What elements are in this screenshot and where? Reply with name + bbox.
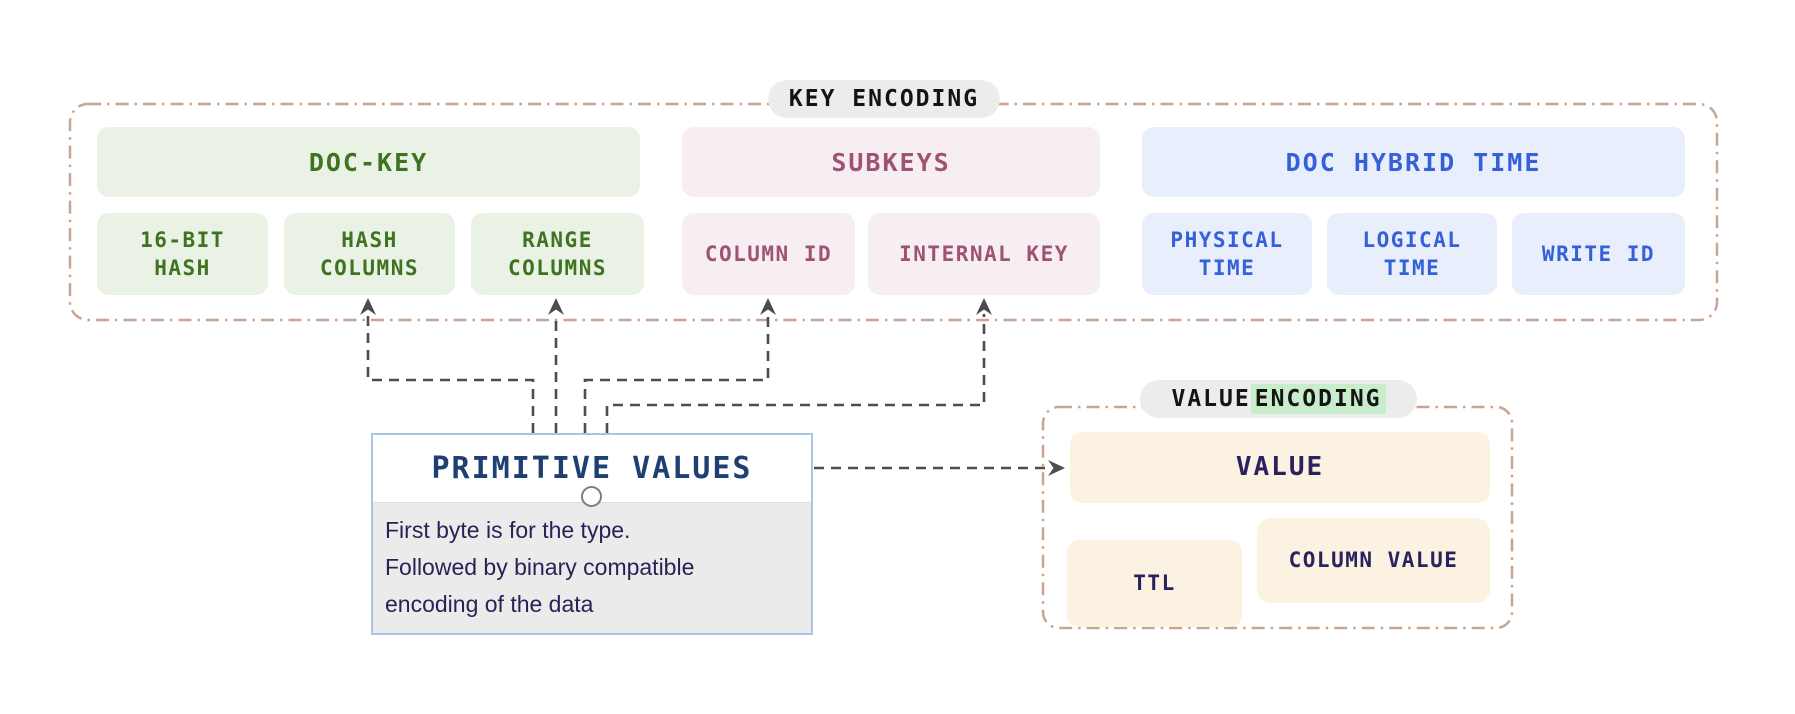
subkeys-header: SUBKEYS [682, 127, 1100, 197]
box-physical-time: PHYSICAL TIME [1142, 213, 1312, 295]
value-encoding-pill: VALUE ENCODING [1140, 380, 1417, 418]
subkeys-title: SUBKEYS [831, 147, 951, 177]
box-write-id-label: WRITE ID [1541, 241, 1656, 266]
box-value-label: VALUE [1235, 451, 1325, 482]
box-logical-time-label: LOGICAL TIME [1362, 227, 1462, 280]
doc-key-header: DOC-KEY [97, 127, 640, 197]
box-logical-time: LOGICAL TIME [1327, 213, 1497, 295]
doc-key-title: DOC-KEY [308, 147, 429, 177]
box-ttl: TTL [1067, 540, 1242, 627]
box-physical-time-label: PHYSICAL TIME [1170, 227, 1284, 280]
box-range-columns: RANGE COLUMNS [471, 213, 644, 295]
box-range-columns-label: RANGE COLUMNS [507, 227, 607, 280]
key-encoding-label: KEY ENCODING [788, 86, 980, 112]
primitive-values-title: PRIMITIVE VALUES [431, 451, 753, 486]
box-16-bit-hash-label: 16-BIT HASH [140, 227, 225, 280]
value-encoding-label-prefix: VALUE [1171, 386, 1251, 412]
connector-primitive-to-internal-key [605, 314, 986, 433]
box-value: VALUE [1070, 432, 1490, 503]
box-16-bit-hash: 16-BIT HASH [97, 213, 268, 295]
doc-hybrid-time-title: DOC HYBRID TIME [1285, 147, 1542, 177]
box-column-value-label: COLUMN VALUE [1288, 548, 1459, 573]
connector-primitive-to-hash-columns [366, 314, 535, 433]
box-column-id-label: COLUMN ID [704, 241, 833, 266]
box-internal-key: INTERNAL KEY [868, 213, 1100, 295]
box-internal-key-label: INTERNAL KEY [899, 241, 1069, 266]
box-hash-columns: HASH COLUMNS [284, 213, 455, 295]
primitive-values-title-row: PRIMITIVE VALUES [373, 435, 811, 502]
doc-hybrid-time-header: DOC HYBRID TIME [1142, 127, 1685, 197]
box-ttl-label: TTL [1133, 571, 1176, 596]
connection-handle[interactable] [581, 486, 602, 507]
primitive-values-description: First byte is for the type. Followed by … [373, 502, 811, 633]
box-write-id: WRITE ID [1512, 213, 1685, 295]
key-encoding-pill: KEY ENCODING [768, 80, 1000, 118]
connector-primitive-to-column-id [583, 314, 770, 433]
box-hash-columns-label: HASH COLUMNS [319, 227, 419, 280]
box-column-id: COLUMN ID [682, 213, 855, 295]
value-encoding-label-highlight: ENCODING [1250, 384, 1386, 414]
primitive-values-box: PRIMITIVE VALUES First byte is for the t… [371, 433, 813, 635]
box-column-value: COLUMN VALUE [1257, 518, 1490, 603]
